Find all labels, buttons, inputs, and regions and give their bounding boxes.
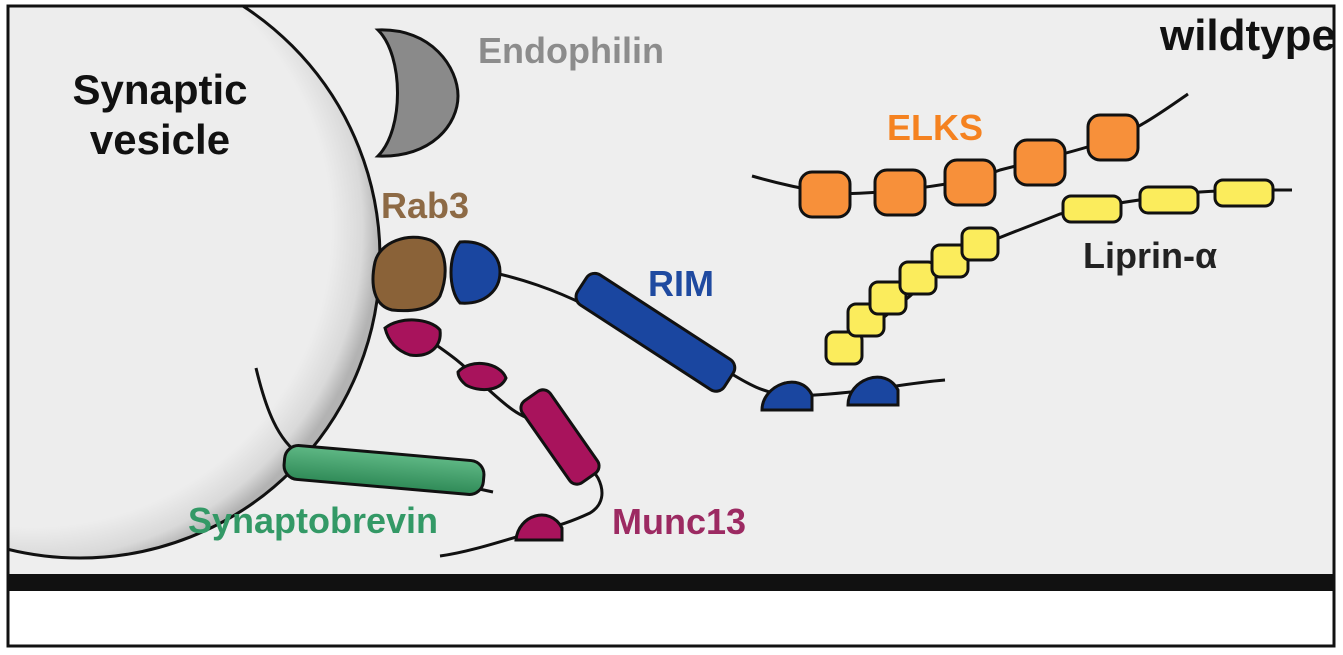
synaptic-vesicle: [8, 6, 380, 558]
synaptic-cleft-area: [8, 590, 1334, 650]
diagram-frame: [6, 4, 1336, 648]
liprin-domain: [1138, 185, 1200, 215]
liprin-domain: [960, 226, 1000, 262]
munc13-c1-domain: [456, 361, 508, 392]
elks-domain: [943, 158, 997, 207]
liprin-label: Liprin-α: [1083, 235, 1217, 276]
rim-zinc-finger: [449, 240, 502, 305]
munc13-c2c-domain: [514, 513, 564, 542]
elks-domain: [873, 168, 927, 217]
synaptic-vesicle-label-line1: Synaptic: [72, 66, 247, 113]
liprin-domain: [898, 260, 938, 296]
rim-label: RIM: [648, 263, 714, 304]
munc13-mun-domain: [519, 388, 601, 486]
rab3-protein: [371, 235, 447, 313]
rim-c2a-domain: [760, 380, 814, 412]
elks-domain: [1086, 113, 1140, 162]
liprin-domain: [824, 330, 864, 366]
rim-pdz-domain: [574, 271, 737, 393]
elks-domain: [1013, 138, 1067, 187]
synaptobrevin-label: Synaptobrevin: [188, 500, 438, 541]
rim-c2b-domain: [846, 375, 900, 407]
liprin-domain: [1213, 178, 1275, 208]
plasma-membrane: [8, 574, 1334, 591]
elks-protein: [798, 113, 1140, 219]
elks-domain: [798, 170, 852, 219]
endophilin-label: Endophilin: [478, 30, 664, 71]
munc13-label: Munc13: [612, 501, 746, 542]
endophilin-protein: [374, 28, 460, 158]
rab3-label: Rab3: [381, 185, 469, 226]
synaptobrevin-protein: [282, 444, 486, 496]
synaptic-vesicle-label-line2: vesicle: [90, 116, 230, 163]
liprin-domain: [1061, 194, 1123, 224]
liprin-domain: [868, 280, 908, 316]
liprin-protein: [824, 178, 1275, 366]
munc13-c2a-domain: [383, 318, 442, 357]
elks-label: ELKS: [887, 107, 983, 148]
diagram-title: wildtype: [1159, 11, 1336, 60]
